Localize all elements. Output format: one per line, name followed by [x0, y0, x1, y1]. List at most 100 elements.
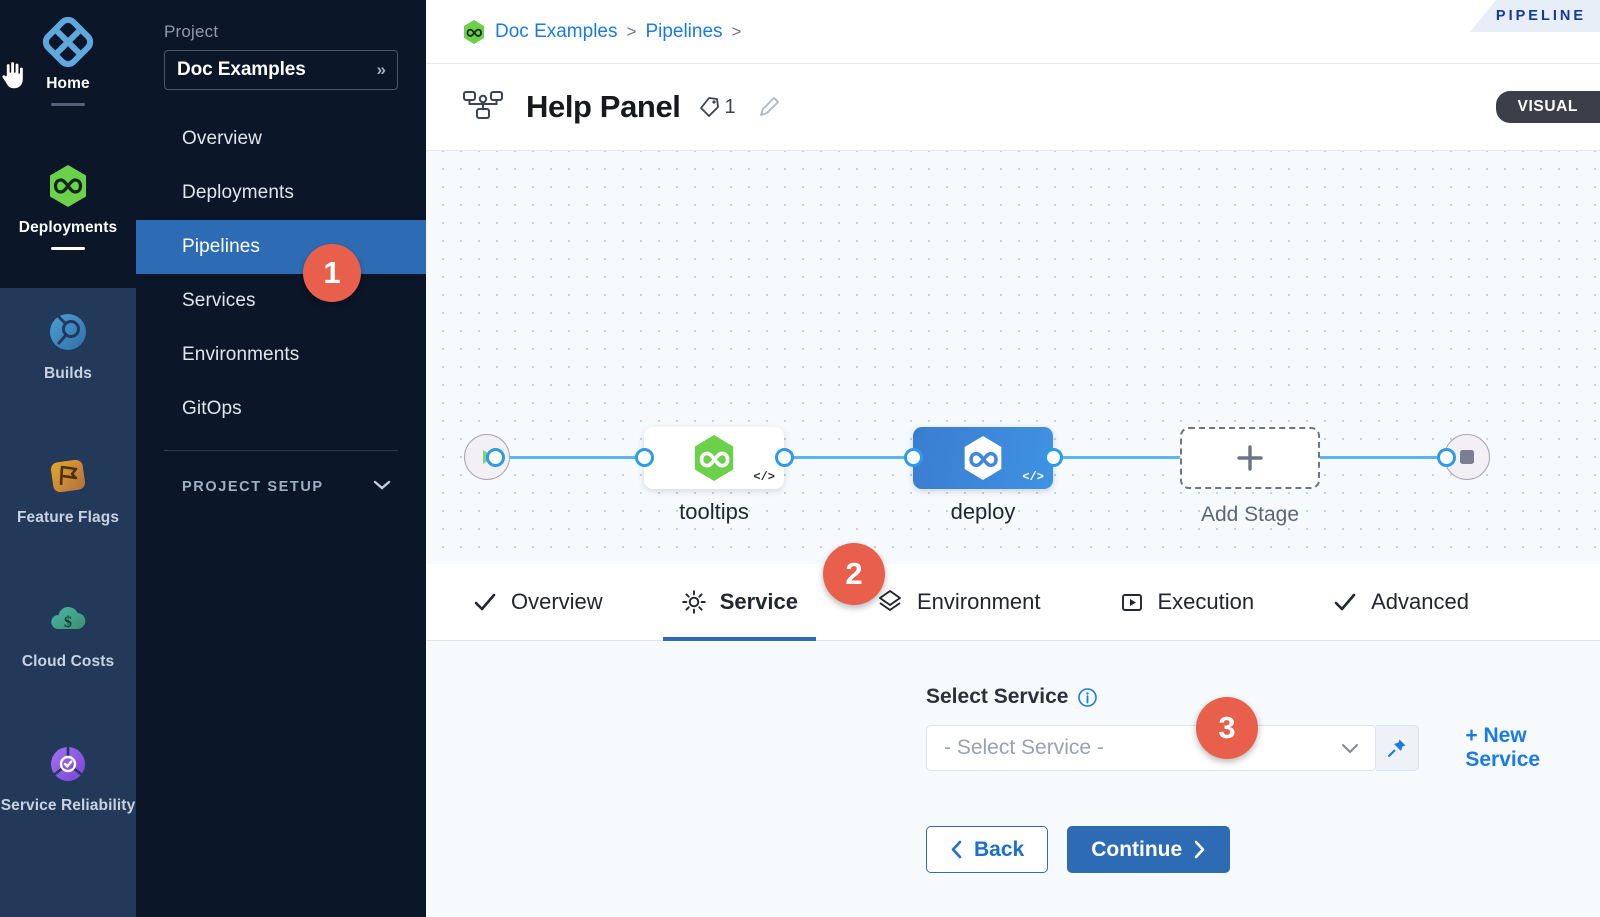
back-button-label: Back [974, 837, 1025, 861]
tag-icon [697, 95, 721, 119]
rail-label-cloud-costs: Cloud Costs [21, 653, 115, 670]
rail-item-cloud-costs[interactable]: $ Cloud Costs [0, 594, 136, 672]
callout-marker-2: 2 [823, 543, 885, 605]
project-nav-list: Overview Deployments Pipelines Services … [136, 112, 426, 436]
stage-node-tooltips[interactable]: </> [644, 427, 784, 489]
home-diamond-icon [42, 16, 94, 68]
port-start[interactable] [486, 448, 505, 467]
port-deploy-in[interactable] [904, 448, 923, 467]
stop-square-icon [1457, 447, 1477, 467]
chevron-left-icon [950, 840, 963, 859]
sidebar-item-project-setup[interactable]: PROJECT SETUP [136, 473, 426, 501]
breadcrumb-separator: > [626, 21, 637, 41]
continue-button[interactable]: Continue [1067, 826, 1231, 873]
chevron-right-icon [1193, 840, 1206, 859]
tab-execution[interactable]: Execution [1119, 564, 1255, 641]
sidebar-item-environments[interactable]: Environments [182, 344, 300, 365]
rail-label-deployments: Deployments [18, 219, 118, 236]
pipeline-canvas[interactable]: </> tooltips </> deploy [426, 151, 1600, 564]
add-stage-label: Add Stage [1200, 503, 1300, 526]
continue-button-label: Continue [1091, 837, 1183, 861]
info-icon[interactable] [1077, 687, 1098, 708]
breadcrumb-items: Doc Examples > Pipelines > [462, 19, 741, 45]
select-service-label: Select Service [926, 685, 1069, 708]
port-end[interactable] [1437, 448, 1456, 467]
rail-item-home[interactable]: Home [0, 16, 136, 106]
callout-marker-3: 3 [1196, 697, 1258, 759]
pipeline-mode-tab[interactable]: PIPELINE [1469, 0, 1600, 32]
pencil-icon[interactable] [756, 94, 782, 120]
page-header: Help Panel 1 VISUAL [426, 63, 1600, 151]
harness-hex-icon [961, 434, 1005, 482]
check-icon [1332, 589, 1358, 615]
project-sidebar: Project Doc Examples » Overview Deployme… [136, 0, 426, 917]
edge-addstage-to-end [1316, 456, 1476, 459]
sidebar-divider [164, 450, 398, 451]
module-rail-top-section [0, 0, 136, 288]
select-service-row: - Select Service - + New [926, 724, 1600, 772]
tab-environment[interactable]: Environment [876, 564, 1041, 641]
tab-advanced[interactable]: Advanced [1332, 564, 1469, 641]
chevron-down-icon [372, 479, 392, 495]
sidebar-item-gitops[interactable]: GitOps [182, 398, 242, 419]
stage-label-deploy: deploy [950, 499, 1016, 524]
edge-start-to-tooltips [494, 456, 684, 459]
port-deploy-out[interactable] [1044, 448, 1063, 467]
breadcrumb-link-pipelines[interactable]: Pipelines [645, 20, 723, 42]
select-service-input[interactable]: - Select Service - [926, 725, 1376, 771]
sidebar-item-deployments[interactable]: Deployments [182, 182, 294, 203]
rail-label-builds: Builds [44, 365, 92, 382]
rail-item-feature-flags[interactable]: Feature Flags [0, 450, 136, 528]
rail-underline-home [51, 102, 85, 106]
project-section-label: Project [164, 22, 219, 41]
main-content: Doc Examples > Pipelines > PIPELINE Help… [426, 0, 1600, 917]
rail-item-service-reliability[interactable]: Service Reliability [0, 738, 136, 816]
service-form: Select Service - Select Service - [426, 641, 1600, 917]
sidebar-item-overview[interactable]: Overview [182, 128, 262, 149]
builds-circle-icon [42, 306, 94, 358]
stage-label-tooltips: tooltips [679, 499, 749, 524]
sidebar-item-services[interactable]: Services [182, 290, 256, 311]
project-selector-name: Doc Examples [177, 59, 306, 80]
chevron-double-right-icon: » [376, 60, 387, 79]
code-brackets-icon[interactable]: </> [753, 470, 775, 484]
port-tooltips-out[interactable] [775, 448, 794, 467]
breadcrumb-link-project[interactable]: Doc Examples [495, 20, 618, 42]
harness-hex-icon [462, 19, 486, 45]
check-icon [472, 589, 498, 615]
tab-service[interactable]: Service [662, 564, 817, 641]
new-service-link[interactable]: + New Service [1465, 724, 1541, 771]
rail-item-deployments[interactable]: Deployments [0, 160, 136, 250]
tag-count[interactable]: 1 [697, 95, 736, 119]
project-selector[interactable]: Doc Examples » [164, 50, 398, 90]
tag-count-value: 1 [724, 95, 736, 118]
pipeline-nodes-icon [462, 88, 504, 127]
pin-service-button[interactable] [1375, 725, 1420, 771]
add-stage-button[interactable] [1180, 427, 1320, 489]
plus-icon [1233, 441, 1267, 475]
code-brackets-icon[interactable]: </> [1022, 470, 1044, 484]
rail-label-feature-flags: Feature Flags [16, 509, 120, 526]
pin-icon [1386, 737, 1408, 759]
stage-node-deploy[interactable]: </> [913, 427, 1053, 489]
breadcrumb-separator-2: > [731, 21, 742, 41]
harness-hex-icon [691, 433, 737, 483]
tab-label-execution: Execution [1157, 589, 1255, 614]
sidebar-item-pipelines[interactable]: Pipelines [136, 220, 426, 274]
rail-label-service-reliability: Service Reliability [0, 797, 136, 814]
feature-flags-icon [42, 450, 94, 502]
project-setup-label: PROJECT SETUP [182, 479, 324, 495]
breadcrumb: Doc Examples > Pipelines > PIPELINE [426, 0, 1600, 63]
port-tooltips-in[interactable] [635, 448, 654, 467]
callout-marker-1: 1 [303, 244, 361, 302]
edge-deploy-to-addstage [1056, 456, 1296, 459]
stage-tabs: Overview Service [426, 564, 1600, 641]
rail-item-builds[interactable]: Builds [0, 306, 136, 384]
select-service-label-row: Select Service [926, 685, 1600, 709]
rail-label-home: Home [46, 75, 90, 92]
tab-label-service: Service [719, 589, 798, 614]
mode-badge-visual[interactable]: VISUAL [1495, 91, 1600, 123]
back-button[interactable]: Back [926, 826, 1049, 873]
tab-overview[interactable]: Overview [472, 564, 603, 641]
